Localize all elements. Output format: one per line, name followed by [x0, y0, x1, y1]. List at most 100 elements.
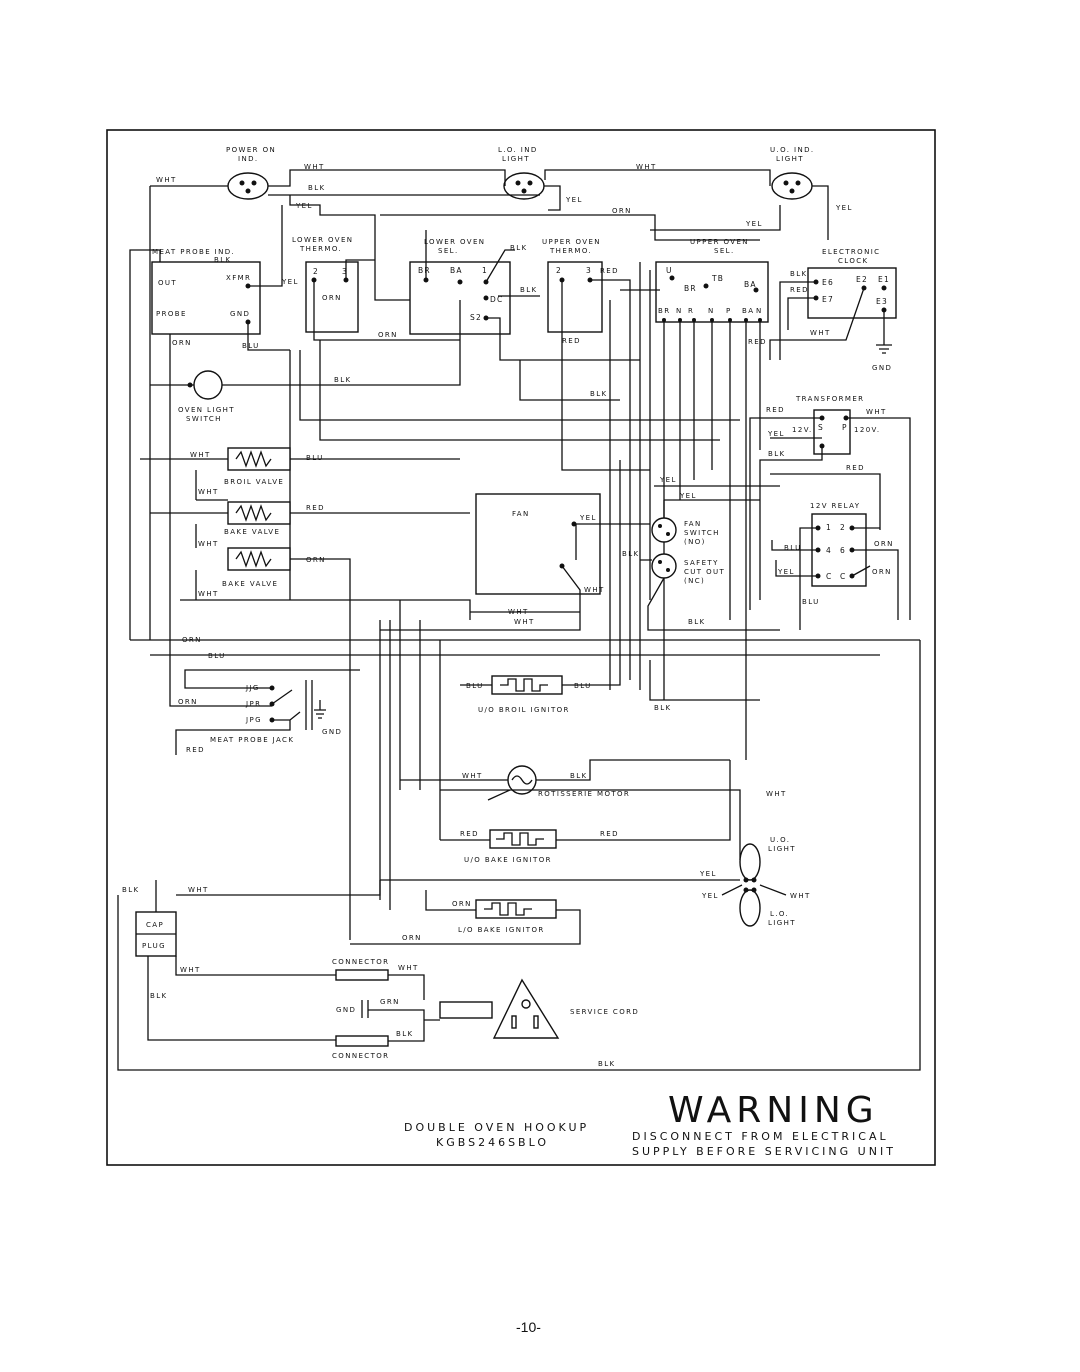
clock-label-2: CLOCK — [838, 257, 869, 265]
uo-sel-bottom-n3: N — [756, 307, 763, 315]
power-on-label-1: POWER ON — [226, 146, 276, 154]
cord-gnd-label: GND — [336, 1006, 356, 1014]
wire-wht-6: WHT — [190, 451, 211, 459]
lo-thermo-t2: 2 — [313, 267, 319, 276]
lo-sel-ba: BA — [450, 266, 463, 275]
lo-ind-label-2: LIGHT — [502, 155, 530, 163]
upper-oven-thermo: UPPER OVEN THERMO. 2 3 — [542, 238, 603, 333]
wire-blk-16: BLK — [598, 1060, 616, 1068]
connector-bottom: CONNECTOR — [332, 1035, 389, 1060]
uo-sel-u: U — [666, 266, 673, 275]
cap-label: CAP — [146, 921, 164, 929]
lo-sel-br: BR — [418, 266, 431, 275]
wire-blu-6: BLU — [466, 682, 484, 690]
wire-blu-7: BLU — [574, 682, 592, 690]
wire-wht-16: WHT — [188, 886, 209, 894]
power-on-label-2: IND. — [238, 155, 259, 163]
uo-sel-bottom-br: BR — [658, 307, 670, 315]
ols-label-2: SWITCH — [186, 415, 222, 423]
wire-blk-7: BLK — [590, 390, 608, 398]
wire-orn-10: ORN — [452, 900, 472, 908]
wire-wht-13: WHT — [462, 772, 483, 780]
fan: FAN — [475, 493, 601, 595]
wire-red-6: RED — [846, 464, 865, 472]
lo-sel-dc: DC — [490, 295, 503, 304]
wire-orn-1: ORN — [612, 207, 632, 215]
lo-indicator-light: L.O. IND LIGHT — [498, 146, 545, 200]
uo-indicator-light: U.O. IND. LIGHT — [770, 146, 813, 200]
service-cord-label: SERVICE CORD — [570, 1008, 639, 1016]
ols-label-1: OVEN LIGHT — [178, 406, 235, 414]
wire-red-1: RED — [600, 267, 619, 275]
clock-label-1: ELECTRONIC — [822, 248, 880, 256]
service-cord-plug — [492, 978, 560, 1039]
fan-switch-label-1: FAN — [684, 520, 702, 528]
wire-blk-14: BLK — [150, 992, 168, 1000]
wire-yel-9: YEL — [659, 476, 677, 484]
uo-thermo-t2: 2 — [556, 266, 562, 275]
wire-orn-11: ORN — [402, 934, 422, 942]
lo-ind-label-1: L.O. IND — [498, 146, 538, 154]
wire-wht-10: WHT — [584, 586, 605, 594]
wire-blk-10: BLK — [688, 618, 706, 626]
wire-orn-5: ORN — [874, 540, 894, 548]
wire-yel-7: YEL — [777, 568, 795, 576]
uo-sel-bottom-n2: N — [708, 307, 715, 315]
wire-wht-8: WHT — [198, 540, 219, 548]
wire-red-5: RED — [766, 406, 785, 414]
wire-blu-4: BLU — [306, 454, 324, 462]
bake-valve-1: BAKE VALVE — [224, 501, 291, 536]
wire-wht-12: WHT — [514, 618, 535, 626]
broil-valve-label: BROIL VALVE — [224, 478, 284, 486]
wire-blu-5: BLU — [208, 652, 226, 660]
lo-light-label-1: L.O. — [770, 910, 789, 918]
rotisserie-label: ROTISSERIE MOTOR — [538, 790, 630, 798]
jack-jpg: JPG — [245, 716, 262, 724]
uo-lo-lights: U.O. LIGHT L.O. LIGHT — [739, 836, 795, 927]
wire-blk-11: BLK — [654, 704, 672, 712]
title-line-1: DOUBLE OVEN HOOKUP — [404, 1121, 589, 1134]
relay-t2: 2 — [840, 523, 846, 532]
bake-valve-2: BAKE VALVE — [222, 547, 291, 588]
power-on-indicator: POWER ON IND. — [226, 146, 276, 200]
wire-orn-9: ORN — [178, 698, 198, 706]
wire-blk-9: BLK — [622, 550, 640, 558]
safety-label-1: SAFETY — [684, 559, 719, 567]
wire-blk-4: BLK — [520, 286, 538, 294]
wire-blk-13: BLK — [122, 886, 140, 894]
uo-ind-label-2: LIGHT — [776, 155, 804, 163]
wire-blu-2: BLU — [784, 544, 802, 552]
xf-120v: 120V. — [854, 426, 880, 434]
wire-blk-3: BLK — [510, 244, 528, 252]
clock-e1: E1 — [878, 275, 890, 284]
electronic-clock: ELECTRONIC CLOCK E6 E7 E2 E1 E3 — [807, 248, 897, 319]
xf-s: S — [818, 423, 824, 432]
wire-blu-1: BLU — [242, 342, 260, 350]
wire-red-3: RED — [748, 338, 767, 346]
relay-label: 12V RELAY — [810, 502, 860, 510]
bake-valve-1-label: BAKE VALVE — [224, 528, 280, 536]
relay-t4: 4 — [826, 546, 832, 555]
wire-wht-1: WHT — [304, 163, 325, 171]
wire-red-8: RED — [186, 746, 205, 754]
wire-red-10: RED — [600, 830, 619, 838]
plug-label: PLUG — [142, 942, 166, 950]
wire-yel-6: YEL — [767, 430, 785, 438]
relay-tc2: C — [840, 572, 846, 581]
wire-orn-8: ORN — [182, 636, 202, 644]
wire-blk-1: BLK — [308, 184, 326, 192]
warning-line-2: SUPPLY BEFORE SERVICING UNIT — [632, 1145, 896, 1158]
relay-t6: 6 — [840, 546, 846, 555]
relay-tc1: C — [826, 572, 832, 581]
wire-orn-6: ORN — [872, 568, 892, 576]
wire-blk-8: BLK — [768, 450, 786, 458]
lo-thermo-label-1: LOWER OVEN — [292, 236, 353, 244]
wire-wht-3: WHT — [636, 163, 657, 171]
wire-wht-18: WHT — [398, 964, 419, 972]
title-line-2: KGBS246SBLO — [436, 1136, 549, 1149]
wire-yel-8: YEL — [579, 514, 597, 522]
clock-e3: E3 — [876, 297, 888, 306]
lo-bake-ignitor-label: L/O BAKE IGNITOR — [458, 926, 545, 934]
warning-heading: WARNING — [668, 1090, 879, 1131]
